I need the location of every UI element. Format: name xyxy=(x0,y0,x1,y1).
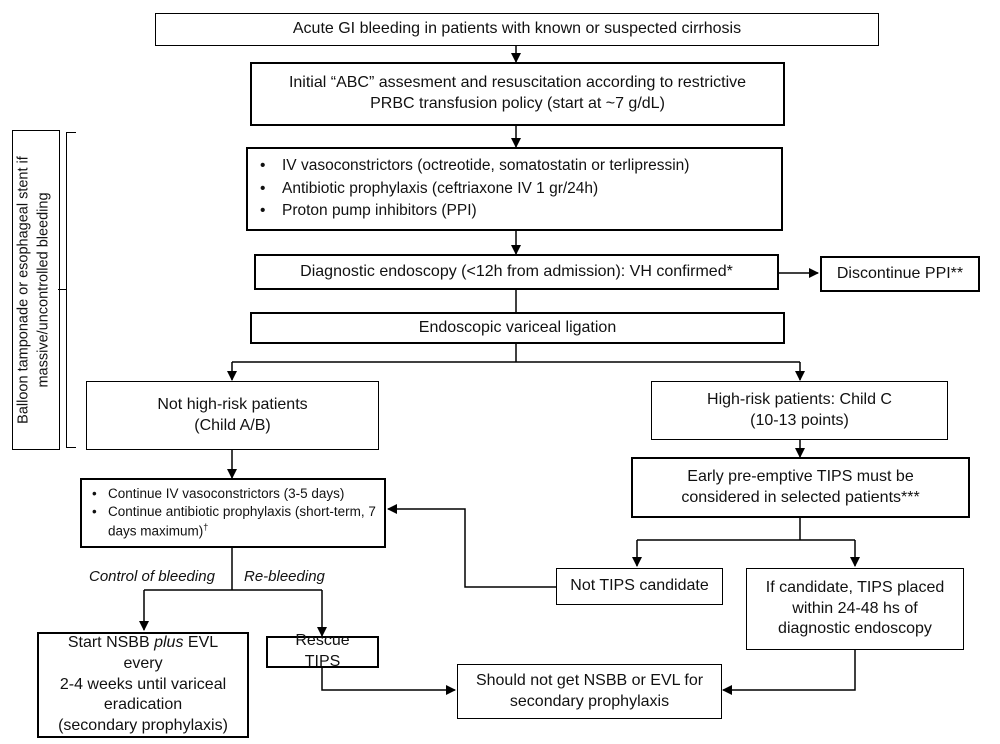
dagger-mark: † xyxy=(203,522,209,533)
edge-label-control: Control of bleeding xyxy=(89,568,215,585)
node-discontinue-ppi: Discontinue PPI** xyxy=(820,256,980,292)
side-bracket-tick xyxy=(58,289,67,290)
initial-therapy-item: IV vasoconstrictors (octreotide, somatos… xyxy=(260,155,689,178)
node-start: Acute GI bleeding in patients with known… xyxy=(155,13,879,46)
continue-therapy-list: Continue IV vasoconstrictors (3-5 days) … xyxy=(92,485,376,541)
node-high-risk-line-1: High-risk patients: Child C xyxy=(707,390,892,408)
node-early-tips-line-1: Early pre-emptive TIPS must be xyxy=(687,467,914,485)
node-nsbb-evl: Start NSBB plus EVL every 2-4 weeks unti… xyxy=(37,632,249,738)
node-discontinue-ppi-text: Discontinue PPI** xyxy=(836,264,964,282)
side-note-line-2: massive/uncontrolled bleeding xyxy=(35,192,51,388)
node-tips-candidate-line-3: diagnostic endoscopy xyxy=(778,620,932,638)
node-endoscopy: Diagnostic endoscopy (<12h from admissio… xyxy=(254,254,779,290)
arrow-not-tips-to-continue xyxy=(387,504,556,588)
node-not-high-risk: Not high-risk patients (Child A/B) xyxy=(86,381,379,450)
node-no-nsbb-line-2: secondary prophylaxis xyxy=(509,692,670,710)
node-not-tips-candidate: Not TIPS candidate xyxy=(556,568,723,605)
node-abc-line-1: Initial “ABC” assesment and resuscitatio… xyxy=(288,74,747,92)
node-abc-line-2: PRBC transfusion policy (start at ~7 g/d… xyxy=(370,95,665,112)
node-not-high-risk-line-1: Not high-risk patients xyxy=(157,395,308,413)
node-rescue-tips-text: Rescue TIPS xyxy=(295,632,350,670)
node-not-tips-candidate-text: Not TIPS candidate xyxy=(570,577,709,595)
node-high-risk: High-risk patients: Child C (10-13 point… xyxy=(651,381,948,440)
node-evl: Endoscopic variceal ligation xyxy=(250,312,785,344)
node-not-high-risk-line-2: (Child A/B) xyxy=(194,416,271,434)
nsbb-start-text: Start NSBB xyxy=(67,634,150,652)
arrow-candidate-to-nonsbb xyxy=(722,650,856,695)
node-high-risk-line-2: (10-13 points) xyxy=(750,411,849,429)
node-initial-therapy: IV vasoconstrictors (octreotide, somatos… xyxy=(246,147,783,231)
initial-therapy-list: IV vasoconstrictors (octreotide, somatos… xyxy=(260,155,689,223)
node-tips-candidate-line-2: within 24-48 hs of xyxy=(792,599,918,617)
edge-label-rebleeding: Re-bleeding xyxy=(244,568,325,585)
node-evl-text: Endoscopic variceal ligation xyxy=(418,318,617,336)
node-nsbb-line-3: eradication xyxy=(103,696,183,714)
initial-therapy-item: Antibiotic prophylaxis (ceftriaxone IV 1… xyxy=(260,178,689,201)
node-no-nsbb-line-1: Should not get NSBB or EVL for xyxy=(475,671,704,689)
arrow-rescue-to-nonsbb xyxy=(321,668,456,695)
node-early-tips-line-2: considered in selected patients*** xyxy=(681,488,920,506)
node-start-text: Acute GI bleeding in patients with known… xyxy=(292,20,742,38)
node-nsbb-line-2: 2-4 weeks until variceal xyxy=(59,675,227,693)
node-tips-candidate: If candidate, TIPS placed within 24-48 h… xyxy=(746,568,964,650)
nsbb-plus-text: plus xyxy=(154,634,184,652)
node-tips-candidate-line-1: If candidate, TIPS placed xyxy=(765,578,945,596)
node-endoscopy-text: Diagnostic endoscopy (<12h from admissio… xyxy=(300,262,733,280)
continue-therapy-item: Continue antibiotic prophylaxis (short-t… xyxy=(92,503,376,541)
side-bracket xyxy=(66,132,76,448)
side-note-text: Balloon tamponade or esophageal stent if… xyxy=(14,120,53,460)
node-abc: Initial “ABC” assesment and resuscitatio… xyxy=(250,62,785,126)
node-nsbb-line-4: (secondary prophylaxis) xyxy=(58,717,228,735)
initial-therapy-item: Proton pump inhibitors (PPI) xyxy=(260,200,689,223)
node-no-nsbb: Should not get NSBB or EVL for secondary… xyxy=(457,664,722,719)
continue-therapy-item-text: Continue antibiotic prophylaxis (short-t… xyxy=(108,504,376,539)
node-nsbb-line-1: Start NSBB plus EVL every xyxy=(47,633,239,675)
side-note-box xyxy=(12,130,60,450)
node-continue-therapy: Continue IV vasoconstrictors (3-5 days) … xyxy=(80,478,386,548)
nsbb-rest-text: EVL every xyxy=(123,634,219,672)
continue-therapy-item: Continue IV vasoconstrictors (3-5 days) xyxy=(92,485,376,503)
side-note-line-1: Balloon tamponade or esophageal stent if xyxy=(15,156,32,424)
node-rescue-tips: Rescue TIPS xyxy=(266,632,379,670)
node-early-tips: Early pre-emptive TIPS must be considere… xyxy=(631,457,970,518)
